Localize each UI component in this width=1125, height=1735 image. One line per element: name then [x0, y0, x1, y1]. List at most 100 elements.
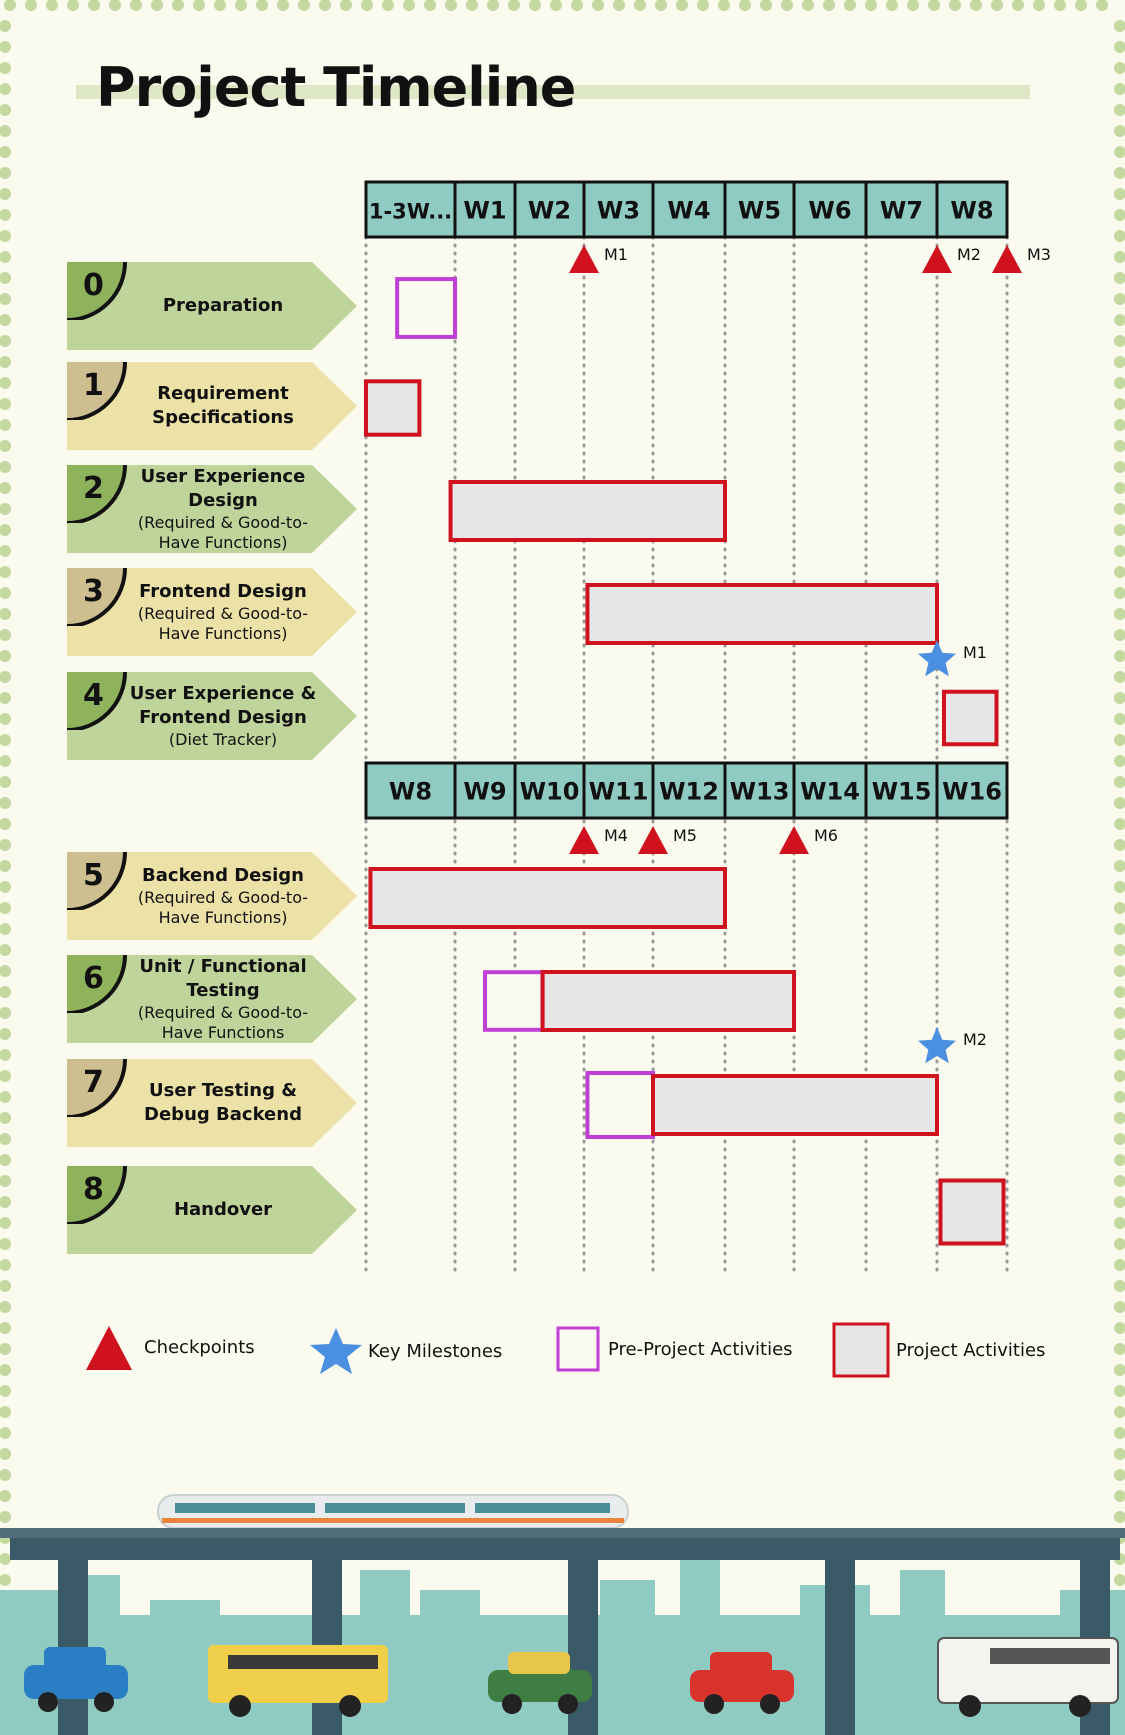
- border-dot: [1114, 1280, 1125, 1292]
- project-bar: [540, 970, 796, 1032]
- border-dot: [1114, 1406, 1125, 1418]
- border-dot: [1114, 377, 1125, 389]
- border-dot: [718, 0, 730, 11]
- week-label: W9: [463, 778, 506, 806]
- border-dot: [0, 1175, 11, 1187]
- border-dot: [0, 335, 11, 347]
- task-text: Unit / Functional Testing(Required & Goo…: [123, 955, 323, 1043]
- task-number: 6: [83, 961, 104, 996]
- pre-project-bar: [483, 970, 545, 1032]
- week-label: W8: [389, 778, 432, 806]
- border-dot: [0, 440, 11, 452]
- blue-car: [24, 1647, 128, 1712]
- border-dot: [0, 125, 11, 137]
- border-dot: [0, 1322, 11, 1334]
- border-dot: [0, 20, 11, 32]
- project-bar: [942, 689, 999, 747]
- task-text: User Testing & Debug Backend: [123, 1059, 323, 1147]
- week-label: W7: [880, 197, 923, 225]
- border-dot: [613, 0, 625, 11]
- task-title: User Testing & Debug Backend: [144, 1080, 302, 1125]
- border-dot: [1114, 650, 1125, 662]
- checkpoint-label: M3: [1027, 245, 1051, 264]
- milestone-star-icon: [918, 1027, 956, 1064]
- task-title: Preparation: [162, 295, 284, 316]
- border-dot: [0, 1049, 11, 1061]
- project-bar: [364, 379, 422, 437]
- border-dot: [235, 0, 247, 11]
- checkpoint-label: M4: [604, 826, 628, 845]
- border-dot: [0, 1553, 11, 1565]
- border-dot: [0, 482, 11, 494]
- border-dot: [0, 314, 11, 326]
- border-dot: [382, 0, 394, 11]
- border-dot: [1114, 1028, 1125, 1040]
- checkpoint-label: M5: [673, 826, 697, 845]
- border-dot: [0, 524, 11, 536]
- border-dot: [676, 0, 688, 11]
- border-dot: [1114, 713, 1125, 725]
- border-dot: [0, 986, 11, 998]
- border-dot: [0, 713, 11, 725]
- task-text: User Experience Design(Required & Good-t…: [123, 465, 323, 553]
- border-dot: [1114, 692, 1125, 704]
- legend-project: Project Activities: [832, 1322, 1045, 1378]
- border-dot: [1114, 1364, 1125, 1376]
- border-dot: [340, 0, 352, 11]
- task-number: 1: [83, 368, 104, 403]
- border-dot: [1114, 965, 1125, 977]
- border-dot: [0, 1364, 11, 1376]
- week-label: W16: [942, 778, 1002, 806]
- border-dot: [739, 0, 751, 11]
- task-number: 5: [83, 858, 104, 893]
- checkpoint-triangle-icon: [779, 826, 809, 854]
- checkpoint-triangle-icon: [922, 245, 952, 273]
- task-number-badge: [67, 671, 127, 730]
- week-label: W6: [808, 197, 851, 225]
- task-title: Handover: [173, 1199, 273, 1220]
- border-dot: [319, 0, 331, 11]
- border-dot: [0, 1574, 11, 1586]
- task-title: Unit / Functional Testing: [139, 956, 307, 1001]
- legend-milestones-label: Key Milestones: [368, 1340, 503, 1362]
- border-dot: [0, 209, 11, 221]
- border-dot: [0, 293, 11, 305]
- border-dot: [0, 1385, 11, 1397]
- border-dot: [0, 1343, 11, 1355]
- border-dot: [466, 0, 478, 11]
- task-number-badge: [67, 464, 127, 523]
- border-dot: [0, 734, 11, 746]
- border-dot: [0, 818, 11, 830]
- border-dot: [1114, 1427, 1125, 1439]
- legend-checkpoints-label: Checkpoints: [144, 1336, 255, 1358]
- task-number-badge: [67, 1165, 127, 1224]
- border-dot: [0, 860, 11, 872]
- border-dot: [0, 272, 11, 284]
- border-dot: [1114, 1196, 1125, 1208]
- task-text: Requirement Specifications: [123, 362, 323, 450]
- border-dot: [1114, 314, 1125, 326]
- border-dot: [424, 0, 436, 11]
- border-dot: [0, 1070, 11, 1082]
- border-dot: [0, 146, 11, 158]
- border-dot: [1114, 1490, 1125, 1502]
- project-bar: [938, 1178, 1006, 1246]
- border-dot: [1114, 1385, 1125, 1397]
- border-dot: [0, 944, 11, 956]
- border-dot: [1096, 0, 1108, 11]
- border-dot: [1114, 1343, 1125, 1355]
- week-label: W12: [659, 778, 719, 806]
- border-dot: [0, 566, 11, 578]
- border-dot: [109, 0, 121, 11]
- border-dot: [1033, 0, 1045, 11]
- border-dot: [928, 0, 940, 11]
- border-dot: [1054, 0, 1066, 11]
- task-subtitle: (Required & Good-to-Have Functions: [137, 1003, 309, 1042]
- yellow-bus: [208, 1645, 388, 1717]
- border-dot: [1114, 125, 1125, 137]
- border-dot: [277, 0, 289, 11]
